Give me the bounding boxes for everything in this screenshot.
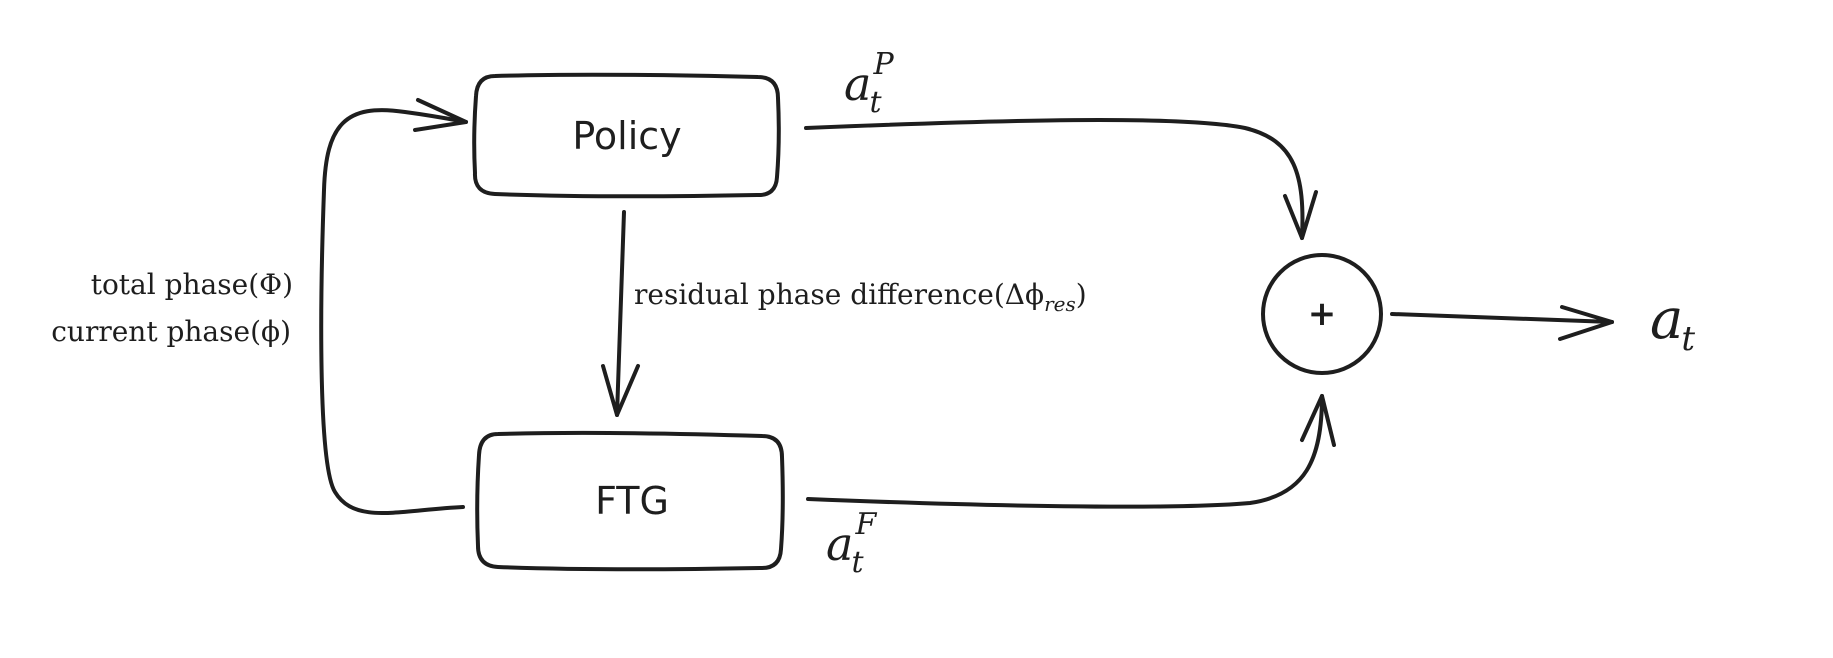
residual-phase-label: residual phase difference(Δϕres) <box>634 278 1087 316</box>
policy-box <box>472 72 781 199</box>
sum-label: + <box>1308 294 1337 334</box>
ftg-to-sum-arrowhead <box>1300 394 1336 447</box>
feedback-label-total-phase: total phase(Φ) <box>91 268 293 301</box>
output-arrowhead <box>1558 305 1614 341</box>
policy-label: Policy <box>572 114 681 158</box>
output-arrow <box>1390 305 1614 341</box>
policy-to-sum-arrowhead <box>1283 190 1318 240</box>
ftg-box <box>475 430 785 572</box>
policy-output-label: atP <box>844 47 895 120</box>
ftg-output-label: atF <box>826 507 878 580</box>
policy-to-sum-arrow <box>804 118 1318 240</box>
sum-node: + <box>1261 253 1383 375</box>
ftg-label: FTG <box>595 479 669 523</box>
policy-to-ftg-arrow <box>601 210 640 417</box>
ftg-node: FTG <box>475 430 785 572</box>
policy-node: Policy <box>472 72 781 199</box>
feedback-label-current-phase: current phase(ϕ) <box>51 315 291 348</box>
policy-to-ftg-arrowhead <box>601 364 640 417</box>
feedback-arrowhead <box>413 98 468 132</box>
final-action-label: at <box>1650 287 1695 359</box>
feedback-arrow <box>319 98 468 515</box>
sum-circle <box>1261 253 1383 375</box>
ftg-to-sum-arrow <box>806 394 1336 509</box>
